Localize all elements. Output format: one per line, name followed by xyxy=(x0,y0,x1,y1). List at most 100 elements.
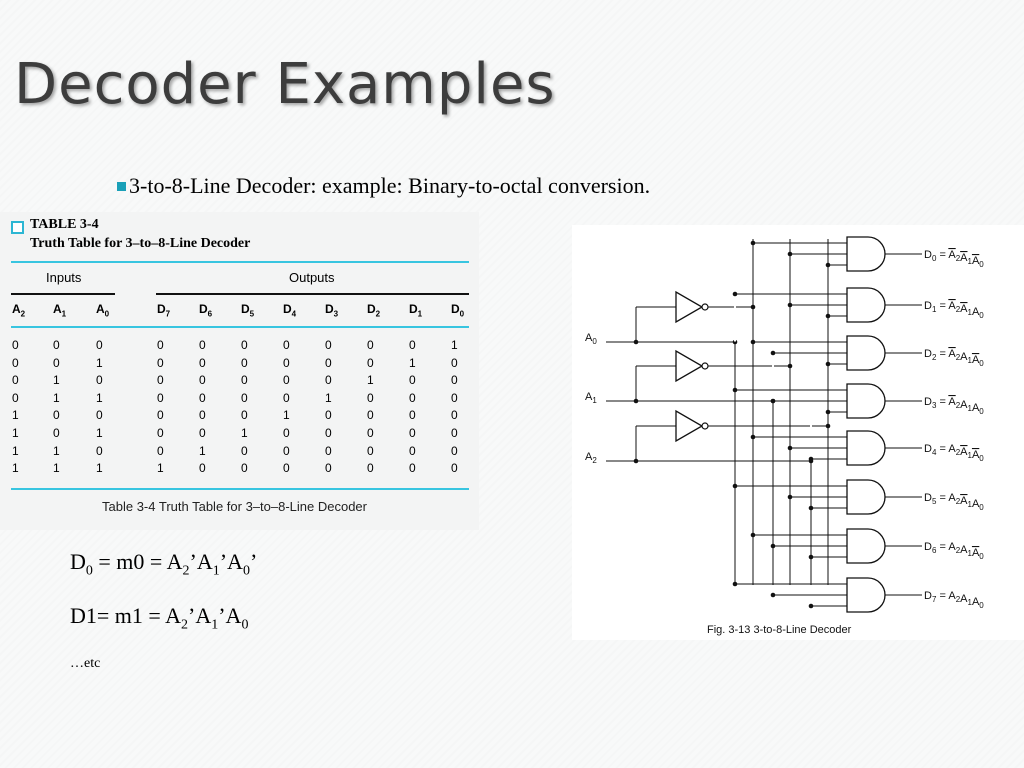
table-cell-output: 0 xyxy=(367,355,374,370)
table-cell-output: 0 xyxy=(409,373,416,388)
table-cell-output: 0 xyxy=(241,355,248,370)
output-label: D5 = A2A1A0 xyxy=(924,492,984,512)
table-cell-output: 0 xyxy=(367,390,374,405)
table-cell-output: 0 xyxy=(199,355,206,370)
junction-dot xyxy=(808,505,814,511)
and-gate xyxy=(846,383,886,419)
junction-dot xyxy=(732,387,738,393)
header-rule xyxy=(11,326,469,328)
table-cell-input: 0 xyxy=(96,443,103,458)
table-cell-output: 0 xyxy=(451,426,458,440)
table-cell-input: 1 xyxy=(96,355,103,370)
output-label: D1 = A2A1A0 xyxy=(924,300,984,320)
bullet-point: 3-to-8-Line Decoder: example: Binary-to-… xyxy=(117,173,650,199)
outputs-group-rule xyxy=(156,293,469,295)
table-cell-output: 1 xyxy=(241,426,248,440)
input-label: A0 xyxy=(585,332,597,346)
output-column-header: D4 xyxy=(283,302,297,319)
output-label: D4 = A2A1A0 xyxy=(924,443,984,463)
output-column-header: D3 xyxy=(325,302,339,319)
input-label: A1 xyxy=(585,391,597,405)
table-cell-input: 0 xyxy=(12,390,19,405)
table-cell-output: 0 xyxy=(451,443,458,458)
table-cell-output: 0 xyxy=(199,426,206,440)
table-cell-output: 0 xyxy=(283,338,290,352)
table-cell-input: 1 xyxy=(12,443,19,458)
junction-dot xyxy=(825,262,831,268)
and-gate xyxy=(846,479,886,515)
output-label: D0 = A2A1A0 xyxy=(924,249,984,269)
junction-dot xyxy=(770,543,776,549)
table-cell-output: 1 xyxy=(367,373,374,388)
output-column-header: D5 xyxy=(241,302,255,319)
junction-dot xyxy=(732,291,738,297)
junction-dot xyxy=(808,603,814,609)
table-cell-output: 0 xyxy=(451,390,458,405)
table-cell-input: 0 xyxy=(12,355,19,370)
junction-dot xyxy=(825,409,831,415)
table-cell-output: 0 xyxy=(409,390,416,405)
and-gate xyxy=(846,287,886,323)
slide-title: Decoder Examples xyxy=(14,52,556,117)
table-cell-output: 0 xyxy=(283,373,290,388)
junction-dot xyxy=(825,313,831,319)
junction-dot xyxy=(770,592,776,598)
table-cell-output: 0 xyxy=(199,373,206,388)
input-label: A2 xyxy=(585,451,597,465)
table-cell-input: 1 xyxy=(12,408,19,423)
and-gate xyxy=(846,577,886,613)
table-cell-output: 0 xyxy=(409,443,416,458)
table-cell-output: 1 xyxy=(451,338,458,352)
table-cell-output: 0 xyxy=(241,443,248,458)
input-column-header: A1 xyxy=(53,302,67,319)
table-cell-output: 0 xyxy=(157,355,164,370)
output-column-header: D1 xyxy=(409,302,423,319)
table-cell-output: 0 xyxy=(199,390,206,405)
input-column-header: A0 xyxy=(96,302,110,319)
table-cell-output: 0 xyxy=(367,338,374,352)
table-cell-output: 0 xyxy=(325,461,332,476)
output-label: D6 = A2A1A0 xyxy=(924,541,984,561)
equation-d1: D1= m1 = A2’A1’A0 xyxy=(70,603,249,633)
output-column-header: D2 xyxy=(367,302,381,319)
junction-dot xyxy=(825,361,831,367)
inverter-gate xyxy=(675,409,704,443)
table-cell-input: 0 xyxy=(53,338,60,352)
table-cell-output: 0 xyxy=(157,338,164,352)
table-cell-input: 1 xyxy=(53,443,60,458)
output-label: D3 = A2A1A0 xyxy=(924,396,984,416)
junction-dot xyxy=(808,554,814,560)
table-cell-output: 0 xyxy=(157,373,164,388)
table-cell-output: 0 xyxy=(367,408,374,423)
inverter-gate xyxy=(675,290,704,324)
table-cell-output: 0 xyxy=(283,461,290,476)
table-cell-input: 1 xyxy=(12,426,19,440)
input-column-header: A2 xyxy=(12,302,26,319)
table-cell-output: 0 xyxy=(157,426,164,440)
junction-dot xyxy=(750,339,756,345)
table-cell-output: 0 xyxy=(283,355,290,370)
table-cell-output: 0 xyxy=(241,338,248,352)
table-cell-input: 0 xyxy=(96,373,103,388)
table-name: Truth Table for 3–to–8-Line Decoder xyxy=(30,236,251,251)
table-cell-output: 0 xyxy=(241,408,248,423)
table-cell-output: 0 xyxy=(283,390,290,405)
table-cell-output: 0 xyxy=(241,461,248,476)
junction-dot xyxy=(732,581,738,587)
table-cell-input: 0 xyxy=(12,373,19,388)
table-cell-output: 0 xyxy=(409,426,416,440)
table-cell-output: 0 xyxy=(451,373,458,388)
junction-dot xyxy=(787,494,793,500)
table-cell-input: 0 xyxy=(53,355,60,370)
output-label: D7 = A2A1A0 xyxy=(924,590,984,610)
output-label: D2 = A2A1A0 xyxy=(924,348,984,368)
table-cell-output: 0 xyxy=(409,408,416,423)
table-cell-output: 1 xyxy=(199,443,206,458)
table-bottom-rule xyxy=(11,488,469,490)
table-cell-output: 0 xyxy=(199,338,206,352)
table-cell-input: 0 xyxy=(12,338,19,352)
table-cell-output: 0 xyxy=(325,373,332,388)
junction-dot xyxy=(770,398,776,404)
table-cell-output: 0 xyxy=(451,461,458,476)
